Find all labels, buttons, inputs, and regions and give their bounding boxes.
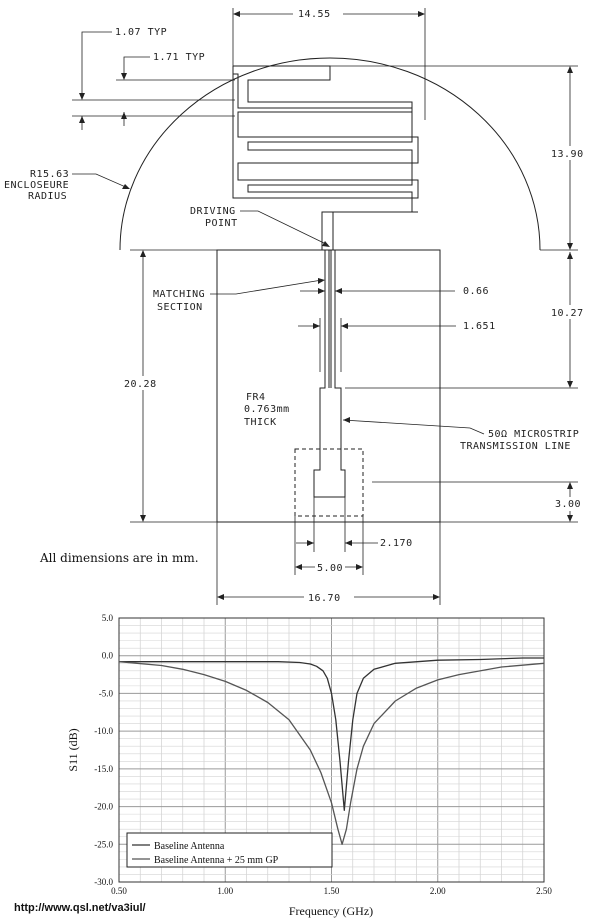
enclosure-arc — [119, 57, 541, 251]
label-driving: DRIVING — [190, 206, 236, 217]
dimension-5-00: 5.00 — [294, 516, 364, 575]
source-url[interactable]: http://www.qsl.net/va3iul/ — [14, 902, 146, 914]
x-tick-labels: 0.50 1.00 1.50 2.00 2.50 — [111, 886, 552, 896]
label-1-651: 1.651 — [463, 321, 496, 332]
callout-driving-point: DRIVING POINT — [190, 206, 330, 247]
dimension-1-651: 1.651 — [298, 318, 496, 372]
meander-antenna-trace — [232, 65, 419, 250]
y-tick-label: -10.0 — [94, 726, 113, 736]
y-tick-label: -30.0 — [94, 877, 113, 887]
callout-microstrip: 50Ω MICROSTRIP TRANSMISSION LINE — [342, 417, 579, 452]
dimension-13-90: 13.90 — [330, 65, 592, 251]
legend-baseline: Baseline Antenna — [154, 841, 225, 852]
dimension-0-66: 0.66 — [300, 286, 489, 297]
label-radius: RADIUS — [28, 191, 67, 202]
dimension-20-28: 20.28 — [121, 249, 217, 523]
callout-matching-section: MATCHING SECTION — [153, 278, 325, 313]
dimension-1-07-typ: 1.07 TYP — [72, 27, 235, 130]
y-tick-label: 5.0 — [102, 613, 114, 623]
x-tick-label: 2.50 — [536, 886, 552, 896]
series-line-1 — [118, 661, 545, 845]
label-16-70: 16.70 — [308, 593, 341, 604]
x-tick-label: 2.00 — [430, 886, 446, 896]
dimension-14-55: 14.55 — [232, 6, 426, 120]
antenna-mechanical-drawing: 14.55 1.07 TYP 1.71 TYP R15.63 ENCLOS — [4, 6, 592, 605]
substrate-note: FR4 0.763mm THICK — [244, 392, 290, 428]
label-thickness-mm: 0.763mm — [244, 404, 290, 415]
y-tick-label: -15.0 — [94, 764, 113, 774]
chart-legend: Baseline Antenna Baseline Antenna + 25 m… — [126, 832, 333, 868]
s11-chart: 0.50 1.00 1.50 2.00 2.50 5.0 0.0 -5.0 -10.0 -15.… — [66, 613, 552, 918]
label-thick: THICK — [244, 417, 277, 428]
label-matching: MATCHING — [153, 289, 205, 300]
y-tick-label: -5.0 — [99, 688, 114, 698]
y-tick-labels: 5.0 0.0 -5.0 -10.0 -15.0 -20.0 -25.0 -30.0 — [94, 613, 113, 887]
chart-series — [118, 657, 545, 845]
dimension-3-00: 3.00 — [372, 481, 592, 523]
dimension-enclosure-radius: R15.63 ENCLOSEURE RADIUS — [4, 169, 130, 202]
dimension-2-170: 2.170 — [296, 497, 413, 552]
series-line-0 — [119, 657, 544, 811]
label-r15-63: R15.63 — [30, 169, 69, 180]
label-5-00: 5.00 — [317, 563, 343, 574]
label-10-27: 10.27 — [551, 308, 584, 319]
label-2-170: 2.170 — [380, 538, 413, 549]
label-20-28: 20.28 — [124, 379, 157, 390]
label-transmission-line: TRANSMISSION LINE — [460, 441, 571, 452]
dimension-1-71-typ: 1.71 TYP — [116, 52, 235, 126]
plot-area-frame — [118, 617, 545, 883]
y-tick-label: 0.0 — [102, 651, 114, 661]
connector-footprint — [294, 448, 364, 517]
label-fr4: FR4 — [246, 392, 266, 403]
label-point: POINT — [205, 218, 238, 229]
label-3-00: 3.00 — [555, 499, 581, 510]
label-microstrip: 50Ω MICROSTRIP — [488, 429, 579, 440]
x-tick-label: 1.50 — [324, 886, 340, 896]
feed-line — [313, 250, 346, 498]
dimension-16-70: 16.70 — [216, 522, 441, 605]
label-1-71-typ: 1.71 TYP — [153, 52, 205, 63]
units-note: All dimensions are in mm. — [39, 551, 199, 565]
y-tick-label: -25.0 — [94, 839, 113, 849]
x-tick-label: 1.00 — [217, 886, 233, 896]
label-enclosure: ENCLOSEURE — [4, 180, 69, 191]
label-13-90: 13.90 — [551, 149, 584, 160]
y-tick-label: -20.0 — [94, 802, 113, 812]
y-axis-label: S11 (dB) — [66, 728, 80, 771]
label-0-66: 0.66 — [463, 286, 489, 297]
x-axis-label: Frequency (GHz) — [289, 904, 373, 918]
legend-gp: Baseline Antenna + 25 mm GP — [154, 855, 279, 866]
label-section: SECTION — [157, 302, 203, 313]
label-14-55: 14.55 — [298, 9, 331, 20]
dimension-10-27: 10.27 — [345, 252, 592, 389]
chart-grid — [118, 617, 545, 883]
x-tick-label: 0.50 — [111, 886, 127, 896]
label-1-07-typ: 1.07 TYP — [115, 27, 167, 38]
